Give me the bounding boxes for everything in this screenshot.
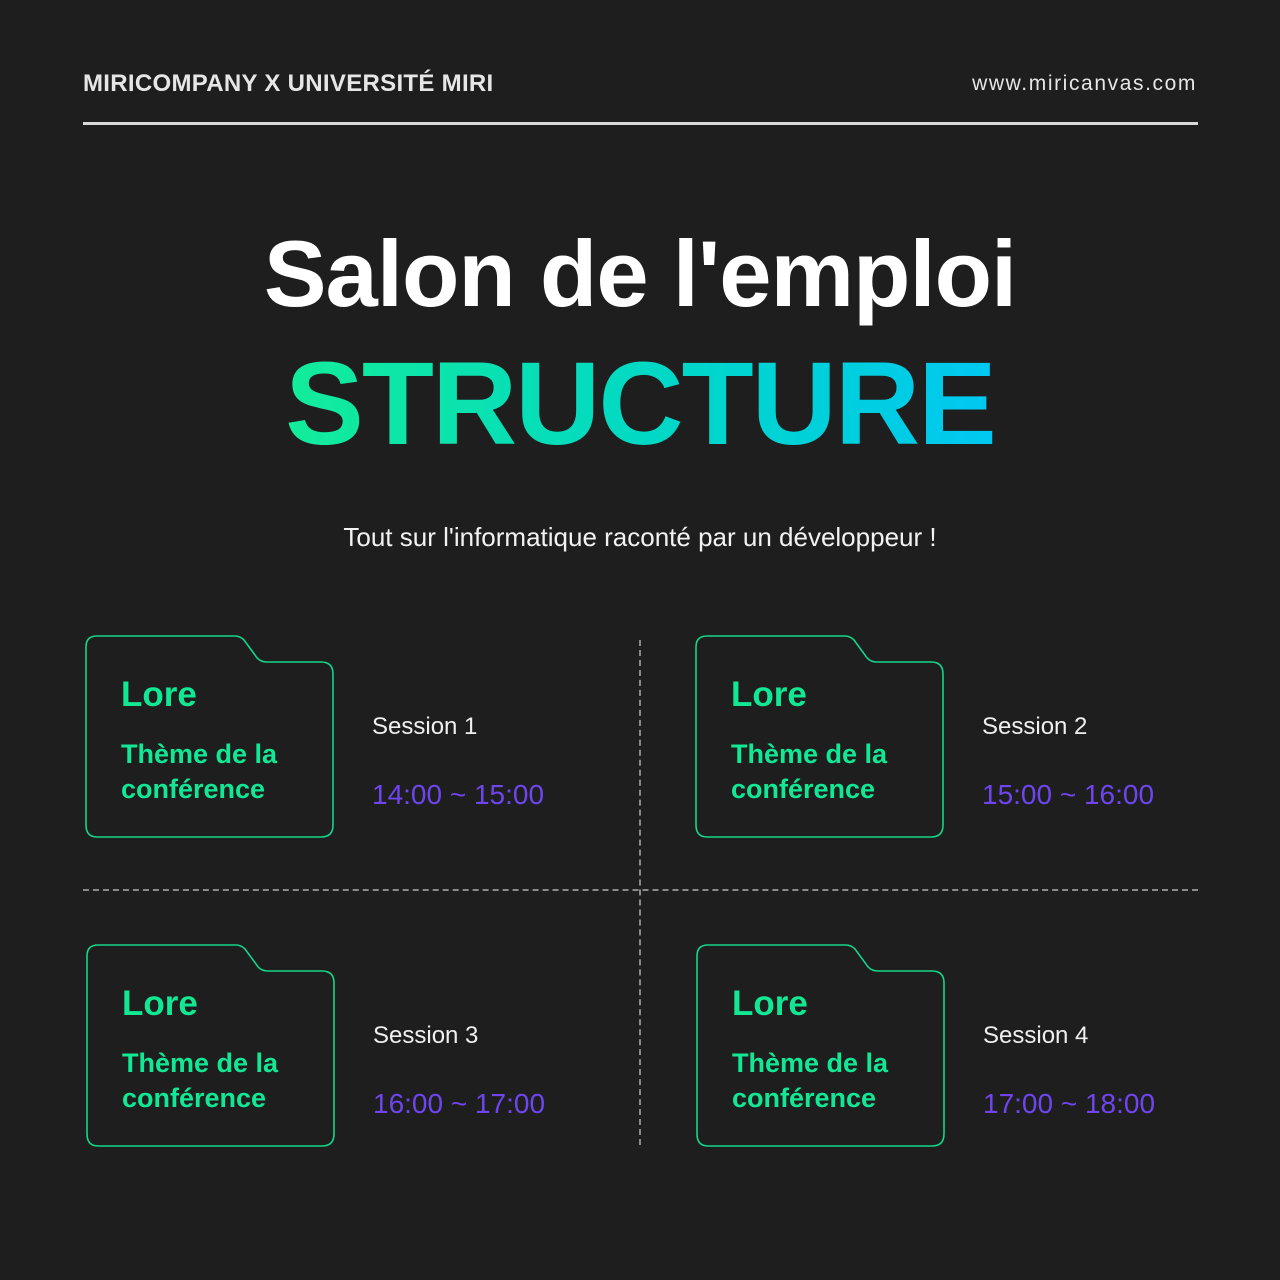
session-label: Session 4 <box>983 1022 1089 1049</box>
conference-theme: Thème de la conférence <box>122 1048 279 1113</box>
folder-icon: Lore Thème de la conférence <box>86 944 336 1148</box>
folder-icon: Lore Thème de la conférence <box>696 944 946 1148</box>
session-time: 17:00 ~ 18:00 <box>983 1088 1156 1119</box>
header-divider <box>83 122 1198 125</box>
header-website-link[interactable]: www.miricanvas.com <box>972 72 1197 95</box>
session-label: Session 1 <box>372 713 478 740</box>
session-label: Session 2 <box>982 713 1088 740</box>
folder-icon: Lore Thème de la conférence <box>85 635 335 839</box>
vertical-divider <box>639 640 641 1145</box>
folder-title: Lore <box>121 675 197 714</box>
highlight-title-text: STRUCTURE <box>285 338 997 470</box>
page-subtitle: Tout sur l'informatique raconté par un d… <box>343 522 937 552</box>
folder-icon: Lore Thème de la conférence <box>695 635 945 839</box>
conference-theme: Thème de la conférence <box>731 739 888 804</box>
conference-theme: Thème de la conférence <box>121 739 278 804</box>
folder-title: Lore <box>731 675 807 714</box>
header-organizer: MIRICOMPANY X UNIVERSITÉ MIRI <box>83 70 494 97</box>
session-label: Session 3 <box>373 1022 479 1049</box>
highlight-title: STRUCTURE <box>0 336 1280 472</box>
page-title: Salon de l'emploi <box>263 221 1017 326</box>
session-time: 16:00 ~ 17:00 <box>373 1088 546 1119</box>
session-card-4: Lore Thème de la conférence Session 4 17… <box>696 944 1216 1159</box>
session-time: 14:00 ~ 15:00 <box>372 779 545 810</box>
folder-title: Lore <box>122 984 198 1023</box>
session-card-3: Lore Thème de la conférence Session 3 16… <box>86 944 606 1159</box>
folder-title: Lore <box>732 984 808 1023</box>
session-card-2: Lore Thème de la conférence Session 2 15… <box>695 635 1215 850</box>
conference-theme: Thème de la conférence <box>732 1048 889 1113</box>
horizontal-divider <box>83 889 1198 891</box>
session-time: 15:00 ~ 16:00 <box>982 779 1155 810</box>
session-card-1: Lore Thème de la conférence Session 1 14… <box>85 635 605 850</box>
